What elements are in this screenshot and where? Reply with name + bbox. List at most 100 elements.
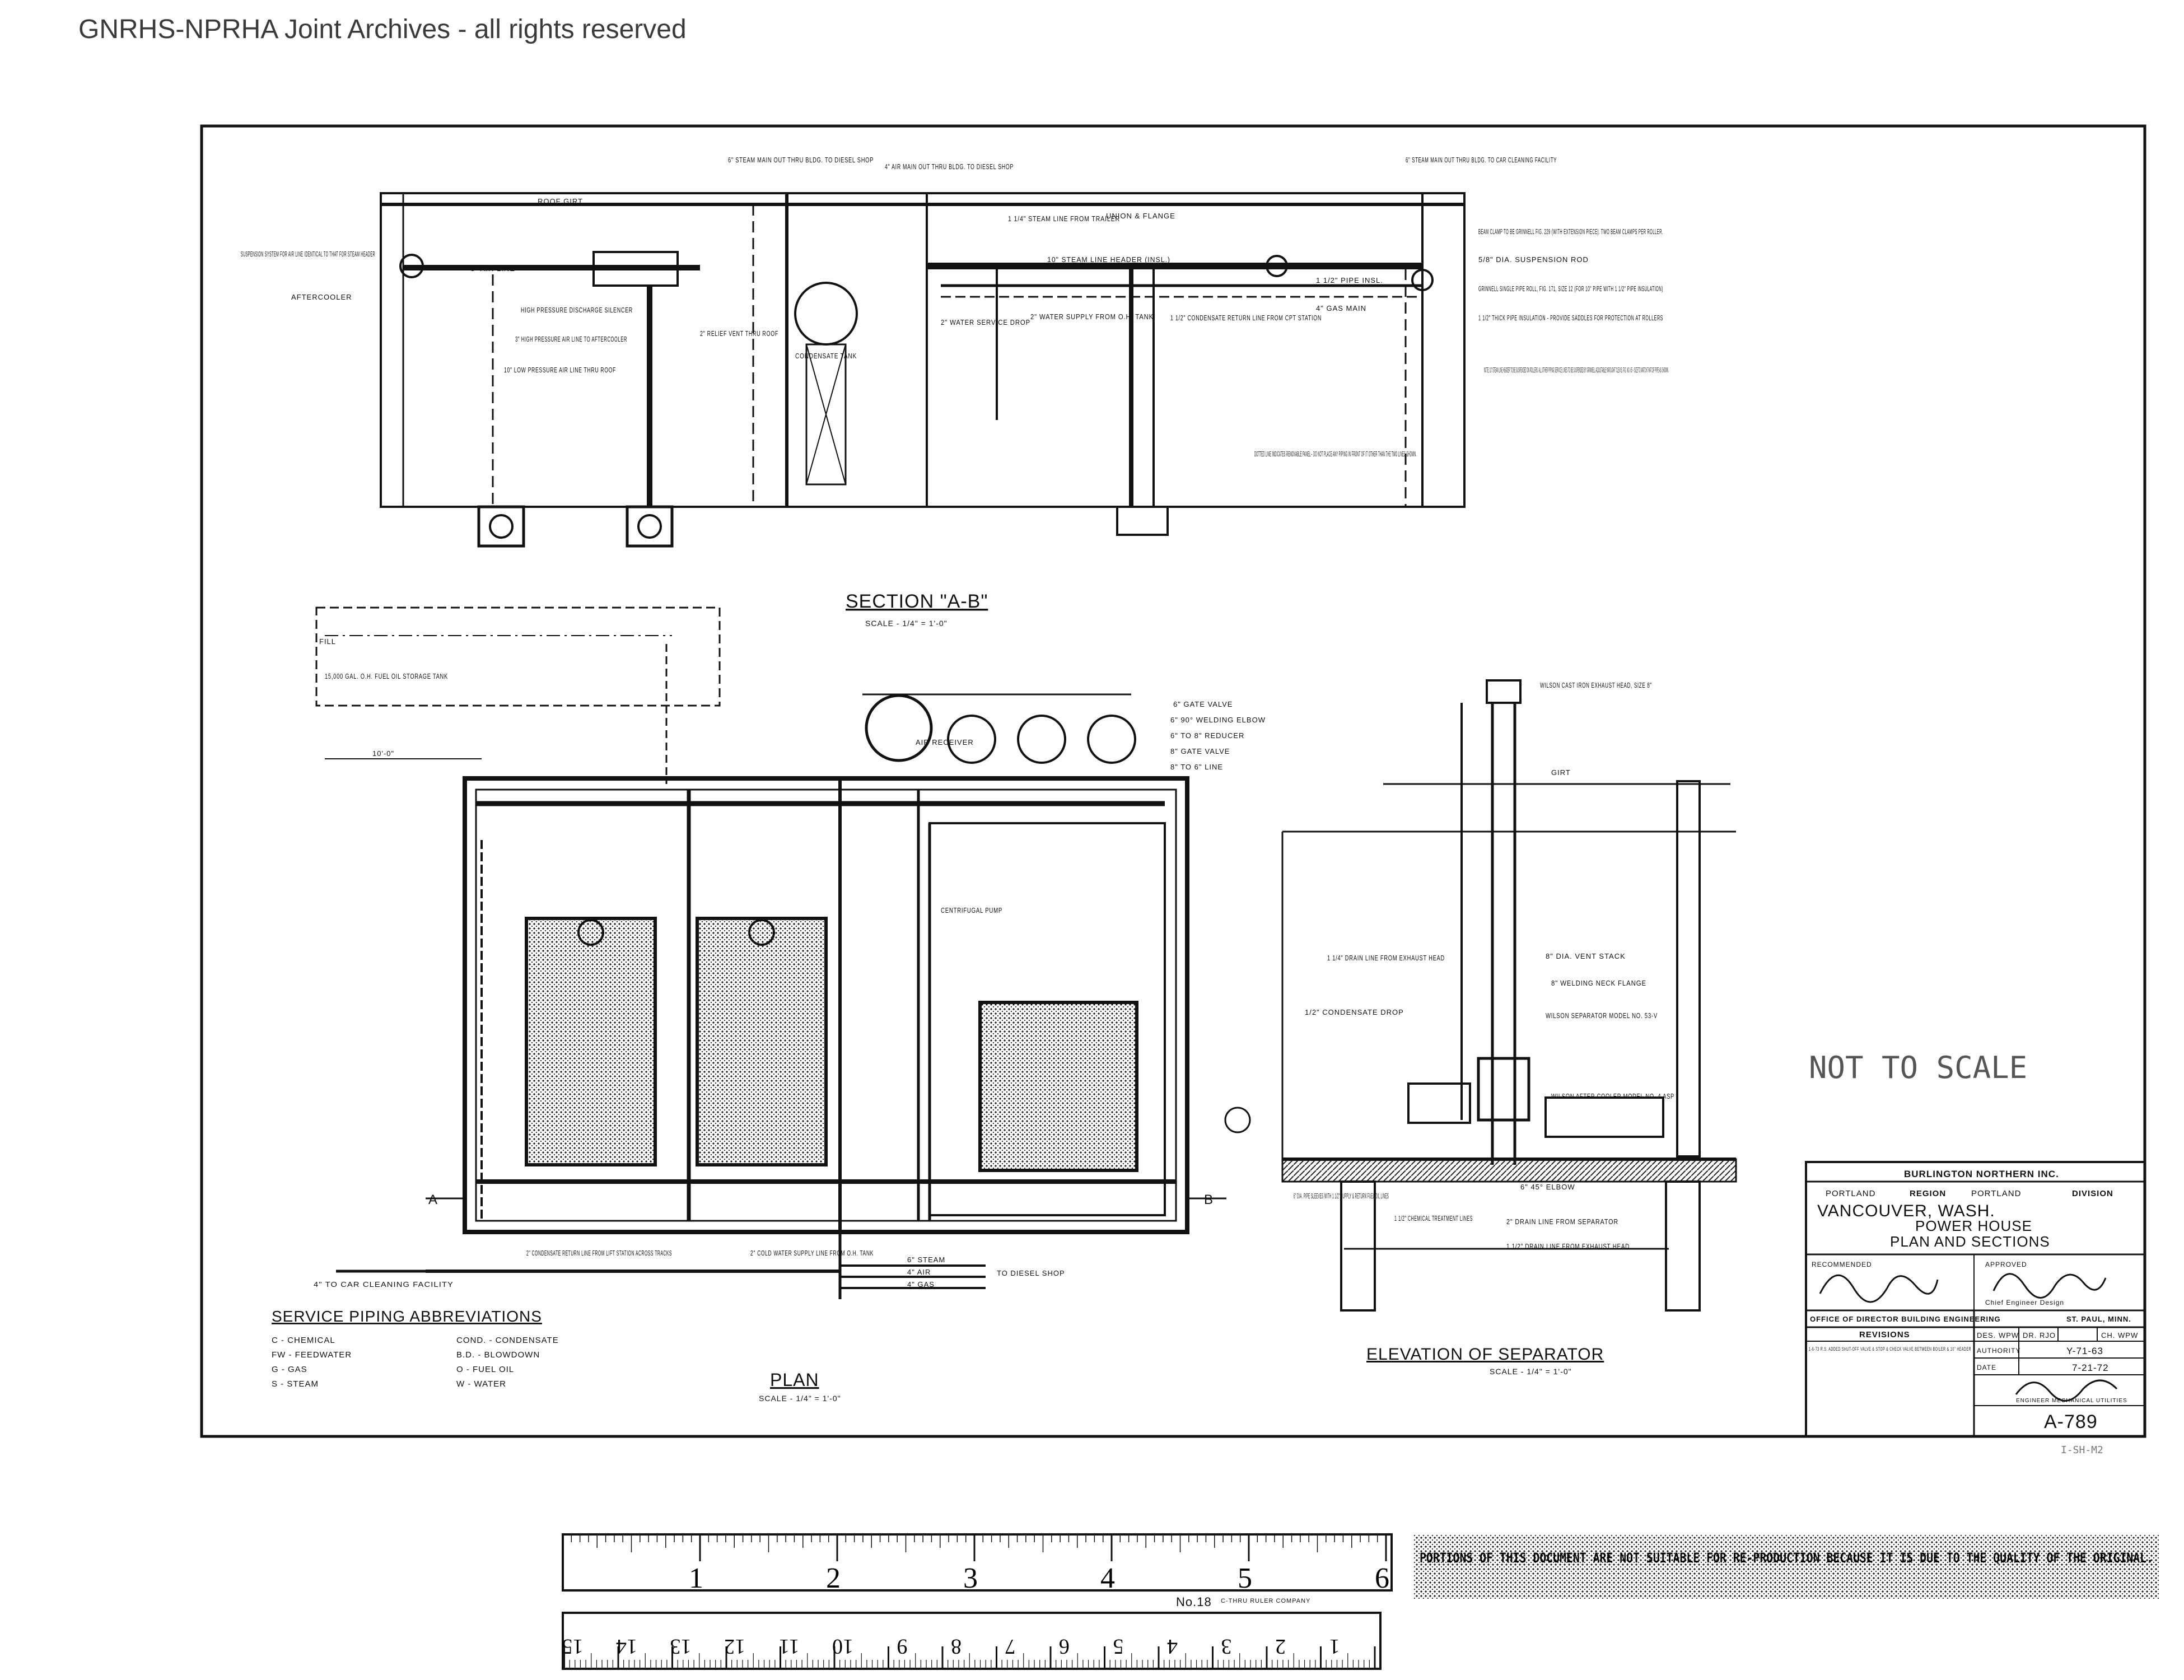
ruler-cm-label: 15 (562, 1635, 584, 1658)
ruler-cm-label: 10 (832, 1635, 853, 1658)
ruler-cm-label: 6 (1059, 1635, 1070, 1658)
elevation-scale: SCALE - 1/4" = 1'-0" (1490, 1367, 1572, 1376)
ruler-inch-label: 5 (1238, 1562, 1252, 1594)
ruler-inch-label: 6 (1375, 1562, 1389, 1594)
revision-note: 1-6-73 R.S. ADDED SHUT-OFF VALVE & STOP … (1809, 1346, 1971, 1352)
callout-aftercooler: AFTERCOOLER (291, 293, 352, 301)
signature-recommended (1819, 1274, 1939, 1303)
ruler-inch-label: 2 (826, 1562, 841, 1594)
callout-drain-exhaust: 1 1/4" DRAIN LINE FROM EXHAUST HEAD (1327, 954, 1445, 962)
section-ab-scale: SCALE - 1/4" = 1'-0" (865, 619, 948, 628)
callout-condensate-tank: CONDENSATE TANK (795, 352, 857, 360)
callout-elbow-45: 6" 45° ELBOW (1520, 1183, 1575, 1191)
section-mark-b: B (1204, 1192, 1214, 1207)
authority-label: AUTHORITY (1977, 1347, 2020, 1355)
callout-steam-main-diesel: 6" STEAM MAIN OUT THRU BLDG. TO DIESEL S… (728, 156, 874, 164)
ruler-cm-label: 2 (1275, 1635, 1286, 1658)
callout-union-flange: UNION & FLANGE (1106, 212, 1175, 220)
callout-pipe-insl: 1 1/2" PIPE INSL. (1316, 276, 1383, 284)
plan-view (315, 606, 1251, 1299)
ruler-cm-label: 11 (779, 1635, 800, 1658)
recommended-label: RECOMMENDED (1812, 1261, 1872, 1268)
title-region-label: REGION (1910, 1189, 1946, 1198)
city-label: ST. PAUL, MINN. (2066, 1315, 2131, 1323)
section-ab-callouts: ROOF GIRT SUSPENSION SYSTEM FOR AIR LINE… (241, 156, 1669, 458)
elevation-title: ELEVATION OF SEPARATOR (1366, 1345, 1604, 1364)
callout-chemical-lines: 1 1/2" CHEMICAL TREATMENT LINES (1394, 1214, 1473, 1222)
callout-separator: WILSON SEPARATOR MODEL NO. 53-V (1546, 1011, 1658, 1020)
not-to-scale-stamp: NOT TO SCALE (1809, 1050, 2027, 1085)
callout-ten-feet: 10'-0" (372, 749, 394, 758)
callout-air-main-diesel: 4" AIR MAIN OUT THRU BLDG. TO DIESEL SHO… (885, 162, 1014, 171)
callout-gate-valve-6: 6" GATE VALVE (1173, 700, 1233, 708)
callout-header-note: NOTE: 10" STEAM LINE HEADER TO BE SUSPEN… (1484, 366, 1669, 374)
abbreviations-title: SERVICE PIPING ABBREVIATIONS (272, 1308, 542, 1325)
callout-air-receiver: AIR RECEIVER (916, 738, 974, 746)
callout-fill: FILL (319, 637, 336, 646)
elevation-callouts: WILSON CAST IRON EXHAUST HEAD, SIZE 8" G… (1294, 681, 1674, 1250)
callout-condensate-lift: 2" CONDENSATE RETURN LINE FROM LIFT STAT… (526, 1249, 672, 1257)
abbreviation-item: S - STEAM (272, 1379, 319, 1389)
ruler-model: No.18 (1176, 1595, 1212, 1609)
callout-steam-main-car-cleaning: 6" STEAM MAIN OUT THRU BLDG. TO CAR CLEA… (1406, 156, 1557, 164)
plan-callouts: FILL 15,000 GAL. O.H. FUEL OIL STORAGE T… (314, 637, 1266, 1289)
callout-pipe-roll: GRINNELL SINGLE PIPE ROLL, FIG. 171, SIZ… (1478, 284, 1663, 293)
authority-value: Y-71-63 (2066, 1346, 2103, 1356)
callout-centrifugal-pump: CENTRIFUGAL PUMP (941, 906, 1002, 914)
approved-label: APPROVED (1985, 1261, 2027, 1268)
ruler-inch-label: 4 (1100, 1562, 1115, 1594)
title-line-2: POWER HOUSE (1915, 1217, 2032, 1234)
callout-welding-elbow-6: 6" 90° WELDING ELBOW (1170, 716, 1266, 724)
callout-condensate-return: 1 1/2" CONDENSATE RETURN LINE FROM CPT S… (1170, 314, 1322, 322)
ruler-cm-label: 13 (670, 1635, 692, 1658)
plan-scale: SCALE - 1/4" = 1'-0" (759, 1394, 841, 1403)
elevation-view (1281, 679, 1737, 1312)
callout-gate-valve-8: 8" GATE VALVE (1170, 747, 1230, 755)
callout-beam-clamp: BEAM CLAMP TO BE GRINNELL FIG. 229 (WITH… (1478, 227, 1663, 236)
callout-pipe-sleeves: 6" DIA. PIPE SLEEVES WITH 1 1/2" SUPPLY … (1294, 1192, 1389, 1200)
callout-condensate-drop: 1/2" CONDENSATE DROP (1305, 1008, 1404, 1016)
archive-watermark: GNRHS-NPRHA Joint Archives - all rights … (78, 15, 687, 44)
callout-water-service-drop: 2" WATER SERVICE DROP (941, 318, 1030, 326)
ruler-inch-label: 3 (963, 1562, 978, 1594)
callout-relief-vent: 2" RELIEF VENT THRU ROOF (700, 329, 778, 338)
callout-reducer: 6" TO 8" REDUCER (1170, 731, 1244, 740)
section-ab-title: SECTION "A-B" (846, 591, 988, 612)
abbreviation-item: COND. - CONDENSATE (456, 1336, 559, 1345)
title-block: BURLINGTON NORTHERN INC. PORTLAND REGION… (1805, 1161, 2146, 1456)
section-ab-view (380, 192, 1466, 548)
callout-roof-girt: ROOF GIRT (538, 197, 583, 206)
ruler-cm-label: 4 (1167, 1635, 1178, 1658)
callout-steam-header: 10" STEAM LINE HEADER (INSL.) (1047, 255, 1170, 264)
abbreviation-item: W - WATER (456, 1379, 506, 1389)
abbreviation-item: FW - FEEDWATER (272, 1350, 352, 1360)
reproduction-notice: PORTIONS OF THIS DOCUMENT ARE NOT SUITAB… (1420, 1550, 2153, 1566)
title-division-left: PORTLAND (1971, 1189, 2021, 1198)
title-line-3: PLAN AND SECTIONS (1890, 1233, 2050, 1250)
plan-title: PLAN (770, 1370, 819, 1390)
callout-vent-stack: 8" DIA. VENT STACK (1546, 952, 1626, 960)
office-label: OFFICE OF DIRECTOR BUILDING ENGINEERING (1810, 1315, 2001, 1323)
callout-air-4: 4" AIR (907, 1268, 931, 1276)
revisions-label: REVISIONS (1859, 1330, 1910, 1340)
designer: DES. WPW (1977, 1331, 2019, 1340)
callout-car-cleaning: 4" TO CAR CLEANING FACILITY (314, 1280, 454, 1289)
section-mark-a: A (428, 1192, 438, 1207)
callout-lp-air-line: 10" LOW PRESSURE AIR LINE THRU ROOF (504, 366, 616, 374)
drawing-border (200, 124, 2146, 1438)
ruler-maker: C-THRU RULER COMPANY (1221, 1598, 1310, 1604)
callout-cold-water: 2" COLD WATER SUPPLY LINE FROM O.H. TANK (750, 1249, 874, 1257)
callout-fuel-tank: 15,000 GAL. O.H. FUEL OIL STORAGE TANK (325, 672, 448, 680)
abbreviation-item: C - CHEMICAL (272, 1336, 335, 1345)
checker: CH. WPW (2101, 1331, 2138, 1340)
ruler-cm-label: 14 (616, 1635, 637, 1658)
callout-welding-flange: 8" WELDING NECK FLANGE (1551, 979, 1646, 987)
abbreviation-item: B.D. - BLOWDOWN (456, 1350, 540, 1360)
callout-steam-6: 6" STEAM (907, 1256, 945, 1264)
callout-gas-4: 4" GAS (907, 1280, 935, 1289)
ruler-cm-label: 9 (897, 1635, 908, 1658)
callout-drain-separator: 2" DRAIN LINE FROM SEPARATOR (1506, 1217, 1618, 1226)
date-label: DATE (1977, 1364, 1996, 1371)
